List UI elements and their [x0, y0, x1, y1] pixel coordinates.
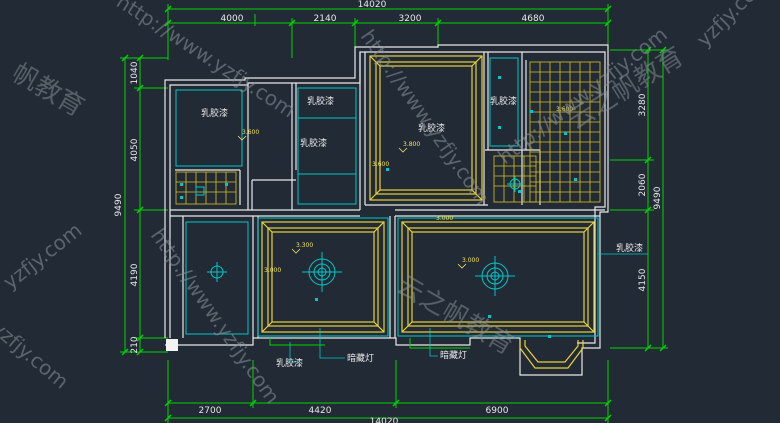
- dim-top-seg-3: 3200: [399, 14, 422, 24]
- exhaust-fan: [195, 186, 205, 196]
- chandelier-icon: [302, 252, 342, 292]
- ceiling-outlines: [261, 55, 595, 369]
- leader-lines: [289, 253, 648, 363]
- column-block: [166, 339, 178, 351]
- ceiling-light-icon: [507, 176, 523, 192]
- room-label-bedroom-2: 乳胶漆: [418, 122, 445, 134]
- lamp-dots: [180, 76, 577, 338]
- dim-right-seg-1: 3280: [638, 93, 648, 116]
- ceiling-height-dining: 3.300: [296, 242, 313, 249]
- ceiling-height-door: 3.000: [436, 215, 453, 222]
- room-label-living: 乳胶漆: [616, 242, 643, 254]
- dim-top-seg-2: 2140: [314, 14, 337, 24]
- ceiling-height-bath: 3.600: [556, 106, 573, 113]
- ceiling-height-corridor: 3.600: [372, 161, 389, 168]
- hidden-light-tracks: [269, 338, 470, 349]
- dim-bottom-seg-2: 4420: [309, 406, 332, 416]
- dim-left-total: 9490: [114, 193, 124, 216]
- dimension-lines: [120, 4, 668, 423]
- room-label-closet: 乳胶漆: [490, 95, 517, 107]
- tile-grid-right: [529, 61, 601, 203]
- dim-right-total: 9490: [653, 186, 663, 209]
- ceiling-height-bedroom-2: 3.800: [403, 141, 420, 148]
- hidden-light-label-2: 暗藏灯: [440, 349, 467, 361]
- dim-right-seg-2: 2060: [638, 173, 648, 196]
- hidden-light-label-1: 暗藏灯: [347, 352, 374, 364]
- dimension-ticks: [121, 5, 667, 422]
- ceiling-height-markers: [237, 135, 467, 269]
- room-outlines: [175, 57, 599, 337]
- dim-top-seg-1: 4000: [221, 14, 244, 24]
- dim-left-seg-3: 4190: [130, 263, 140, 286]
- dim-bottom-seg-1: 2700: [199, 406, 222, 416]
- room-label-dining: 乳胶漆: [276, 357, 303, 369]
- ceiling-height-bedroom-1: 3.600: [242, 129, 259, 136]
- room-label-bedroom-1: 乳胶漆: [201, 107, 228, 119]
- ceiling-height-dining-edge: 3.000: [264, 267, 281, 274]
- dim-left-seg-2: 4050: [130, 138, 140, 161]
- dim-top-seg-4: 4680: [522, 14, 545, 24]
- dim-top-total: 14020: [358, 0, 387, 10]
- room-label-corridor: 乳胶漆: [300, 137, 327, 149]
- ceiling-height-living: 3.000: [462, 257, 479, 264]
- dim-right-seg-3: 4150: [638, 268, 648, 291]
- ceiling-light-icon: [207, 262, 227, 282]
- room-label-study: 乳胶漆: [307, 95, 334, 107]
- dim-bottom-seg-3: 6900: [486, 406, 509, 416]
- dim-left-seg-1: 1040: [130, 61, 140, 84]
- chandelier-icon: [475, 256, 515, 296]
- dim-bottom-total: 14020: [370, 417, 399, 423]
- dim-left-seg-4: 210: [130, 336, 140, 353]
